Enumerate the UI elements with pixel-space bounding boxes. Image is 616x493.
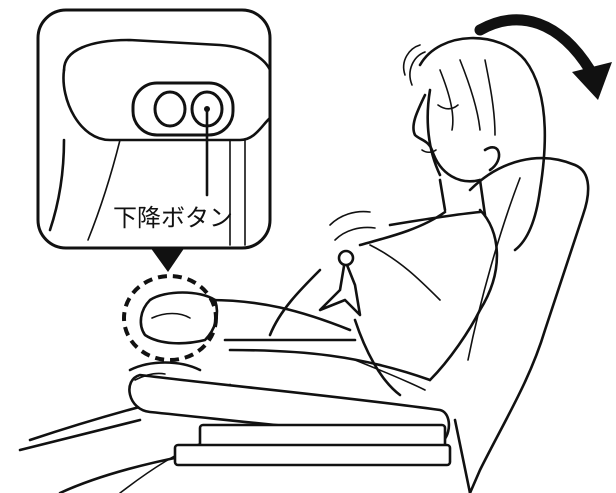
person: [18, 36, 547, 452]
chair-armrest: [128, 373, 452, 467]
recline-arrow-icon: [474, 14, 612, 100]
focus-highlight-circle: [122, 274, 218, 362]
chair-backrest: [467, 156, 590, 493]
lower-button-label: 下降ボタン: [113, 204, 233, 232]
callout-pointer-icon: [150, 247, 185, 272]
callout-armrest-detail: [48, 38, 272, 246]
button-left[interactable]: [153, 90, 187, 128]
